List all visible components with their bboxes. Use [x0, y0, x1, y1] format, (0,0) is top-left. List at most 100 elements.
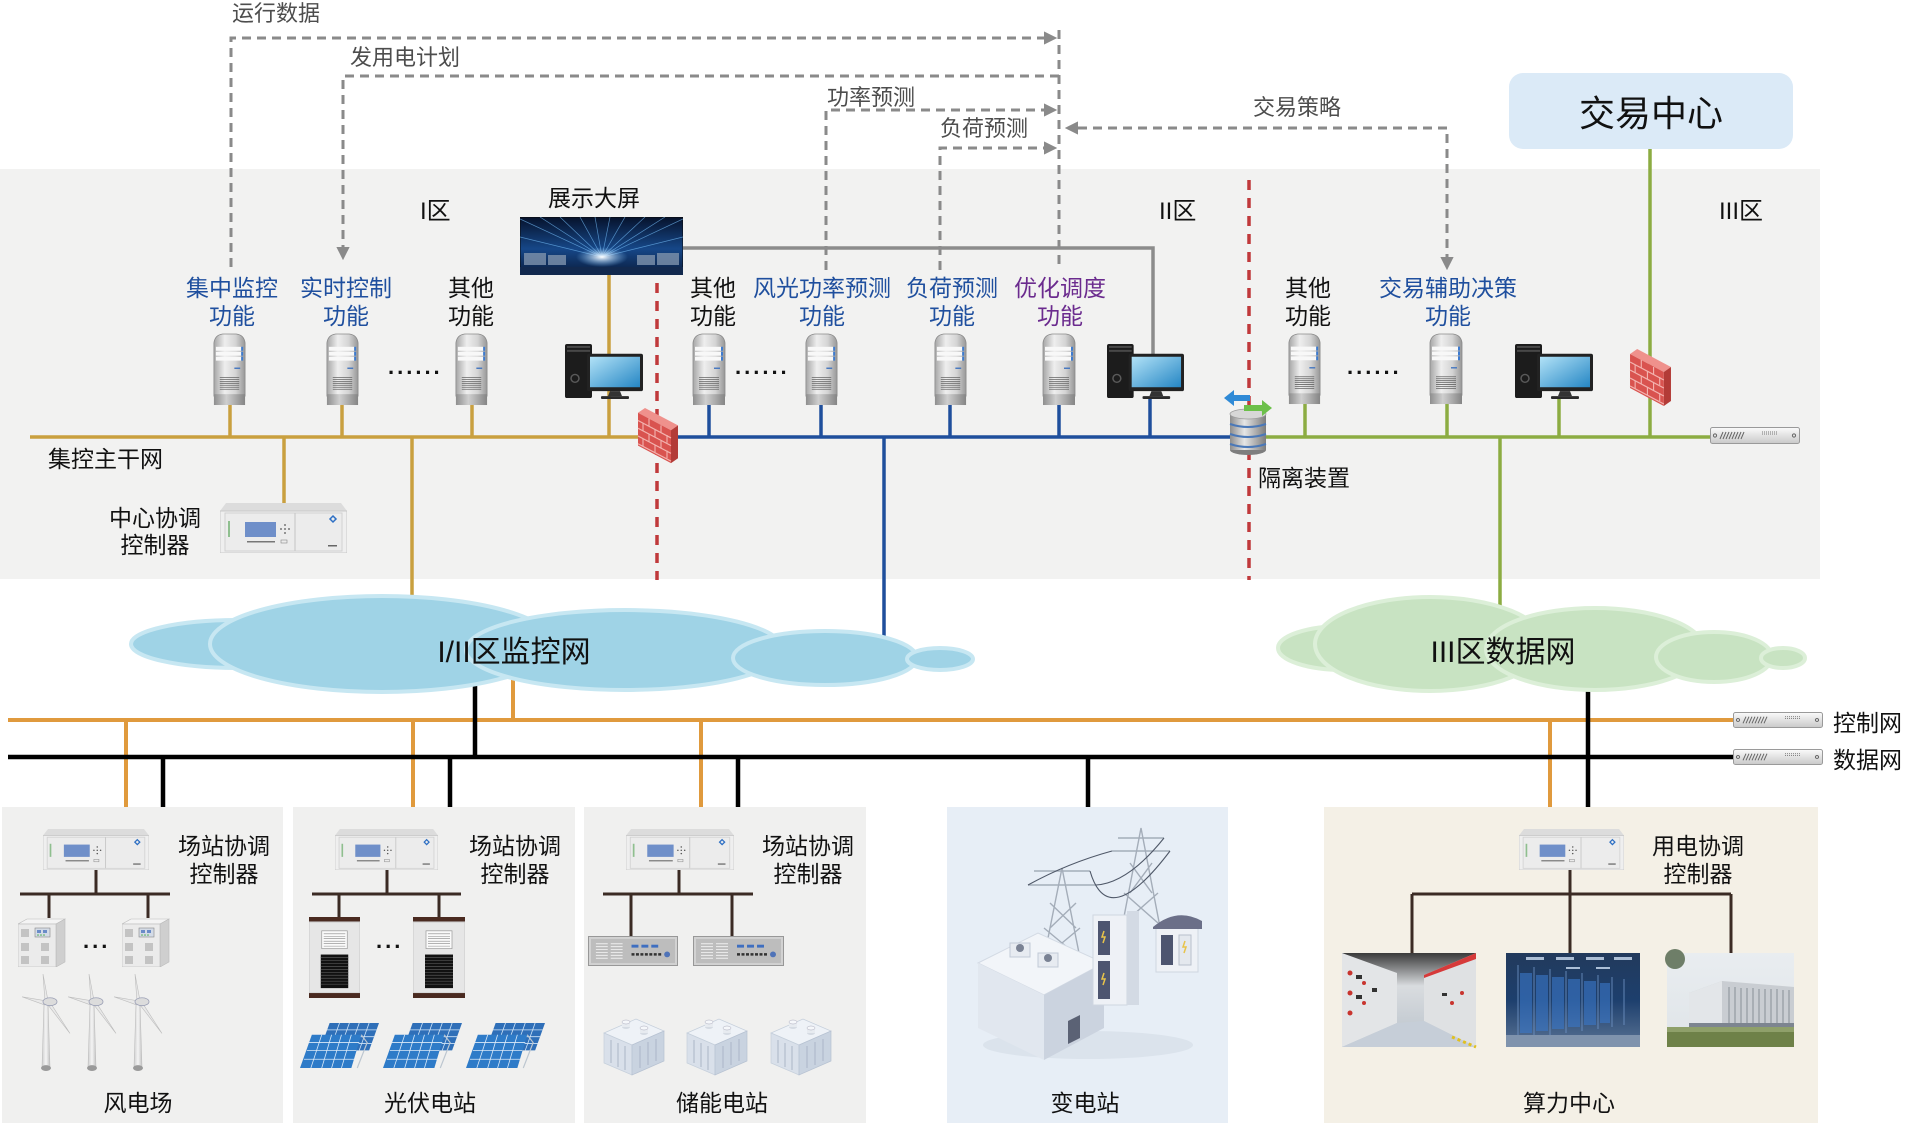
wind-farm-tree — [20, 870, 170, 918]
server-icon — [1286, 333, 1323, 405]
zone2-more-servers-ellipsis: ...... — [735, 354, 790, 379]
storage-site-controller-label: 场站协调 控制器 — [733, 832, 883, 888]
server-icon — [803, 333, 840, 406]
function-label-line1: 集中监控 — [186, 275, 278, 301]
trading-center-label: 交易中心 — [1578, 93, 1723, 134]
zone-3-label: III区 — [1719, 198, 1764, 225]
display-screen-icon — [520, 217, 683, 275]
central-controller-icon — [220, 503, 347, 553]
solar-panel-icon — [300, 1023, 379, 1069]
workstation-icon — [565, 343, 643, 400]
switchgear-room-photo — [1342, 953, 1477, 1049]
server-icon — [690, 333, 728, 406]
battery-icon — [685, 1013, 749, 1077]
cloud-lobe — [1654, 630, 1774, 684]
wind-turbine-icon — [68, 974, 118, 1073]
function-label-line2: 功能 — [929, 303, 975, 329]
function-label-line2: 功能 — [323, 303, 369, 329]
site-controller-icon — [43, 829, 149, 870]
display-screen-label: 展示大屏 — [548, 185, 640, 211]
control-net-router-icon — [1733, 712, 1823, 728]
flow-label-trading-strategy: 交易策略 — [1253, 95, 1342, 120]
zone3-more-servers-ellipsis: ...... — [1347, 354, 1402, 379]
server-icon — [453, 333, 490, 406]
function-label-zone1-other: 其他 功能 — [386, 274, 556, 330]
controller-label-line1: 场站协调 — [178, 833, 270, 859]
site-name-computing-center: 算力中心 — [1523, 1090, 1615, 1116]
function-label-zone3-other: 其他 功能 — [1223, 274, 1393, 330]
function-label-line2: 功能 — [1425, 303, 1471, 329]
function-label-line1: 其他 — [448, 275, 494, 301]
function-label-line1: 交易辅助决策 — [1379, 275, 1517, 301]
function-label-renewable-power-forecast: 风光功率预测 功能 — [737, 274, 907, 330]
function-label-line1: 风光功率预测 — [753, 275, 891, 301]
inverter-icon — [309, 917, 360, 998]
flow-label-load-forecast: 负荷预测 — [940, 116, 1029, 141]
pv-inverters-ellipsis: ... — [376, 928, 404, 953]
turbine-cabinet-icon — [18, 918, 66, 967]
firewall-icon — [637, 407, 679, 465]
flow-trading-strategy-arrow — [1064, 121, 1454, 271]
server-icon — [932, 333, 969, 406]
central-controller-label: 中心协调 控制器 — [80, 505, 230, 559]
site-name-substation: 变电站 — [1050, 1090, 1120, 1116]
solar-panel-icon — [466, 1023, 545, 1069]
router-icon — [1710, 427, 1800, 444]
site-name-pv-station: 光伏电站 — [384, 1090, 476, 1116]
zone1-more-servers-ellipsis: ...... — [388, 354, 443, 379]
controller-label-line1: 场站协调 — [762, 833, 854, 859]
site-controller-icon — [626, 829, 734, 870]
function-label-zone2-other: 其他 功能 — [628, 274, 798, 330]
function-label-line1: 其他 — [690, 275, 736, 301]
wind-turbine-icon — [114, 974, 164, 1073]
controller-label-line1: 用电协调 — [1652, 833, 1744, 859]
inverter-icon — [413, 917, 465, 998]
pcs-converter-icon — [588, 936, 678, 966]
firewall-icon — [1629, 348, 1672, 408]
isolation-device-label: 隔离装置 — [1258, 465, 1350, 491]
controller-label-line1: 中心协调 — [109, 505, 201, 531]
controller-label-line2: 控制器 — [1663, 861, 1733, 887]
turbine-cabinet-icon — [122, 918, 170, 967]
function-label-line1: 负荷预测 — [906, 275, 998, 301]
wind-turbine-icon — [22, 974, 72, 1073]
zone-1-label: I区 — [420, 198, 451, 225]
controller-label-line2: 控制器 — [189, 861, 259, 887]
data-net-cloud-label: III区数据网 — [1430, 636, 1576, 669]
pcs-converter-icon — [693, 936, 784, 966]
substation-illustration-icon — [976, 827, 1202, 1060]
site-name-wind-farm: 风电场 — [103, 1090, 173, 1116]
flow-generation-plan-arrow — [336, 74, 1059, 261]
function-label-line2: 功能 — [1037, 303, 1083, 329]
wind-site-controller-label: 场站协调 控制器 — [149, 832, 299, 888]
function-label-realtime-control: 实时控制 功能 — [261, 274, 431, 330]
battery-icon — [769, 1013, 833, 1077]
monitoring-net-label: I/II区监控网 — [437, 636, 591, 669]
control-net-label: 控制网 — [1833, 710, 1902, 736]
function-label-optimal-dispatch: 优化调度 功能 — [975, 274, 1145, 330]
flow-load-forecast-arrow — [938, 141, 1058, 270]
server-icon — [324, 333, 361, 406]
flow-label-power-forecast: 功率预测 — [827, 85, 916, 110]
site-controller-icon — [335, 829, 438, 870]
workstation-icon — [1107, 343, 1184, 400]
flow-label-generation-plan: 发用电计划 — [350, 45, 461, 70]
server-room-photo — [1506, 953, 1640, 1047]
datacenter-building-photo — [1665, 949, 1794, 1047]
trading-center-box: 交易中心 — [1509, 73, 1793, 149]
zone-2-label: II区 — [1159, 198, 1197, 225]
solar-panel-icon — [383, 1023, 462, 1069]
pv-site-controller-label: 场站协调 控制器 — [440, 832, 590, 888]
consumption-controller-label: 用电协调 控制器 — [1623, 832, 1773, 888]
controller-label-line2: 控制器 — [480, 861, 550, 887]
controller-label-line2: 控制器 — [773, 861, 843, 887]
function-label-trading-decision-support: 交易辅助决策 功能 — [1363, 274, 1533, 330]
cloud-lobe — [1759, 646, 1807, 670]
function-label-line1: 实时控制 — [300, 275, 392, 301]
data-net-label: 数据网 — [1833, 747, 1902, 773]
isolation-device-icon — [1224, 388, 1272, 456]
data-net-router-icon — [1733, 749, 1823, 765]
